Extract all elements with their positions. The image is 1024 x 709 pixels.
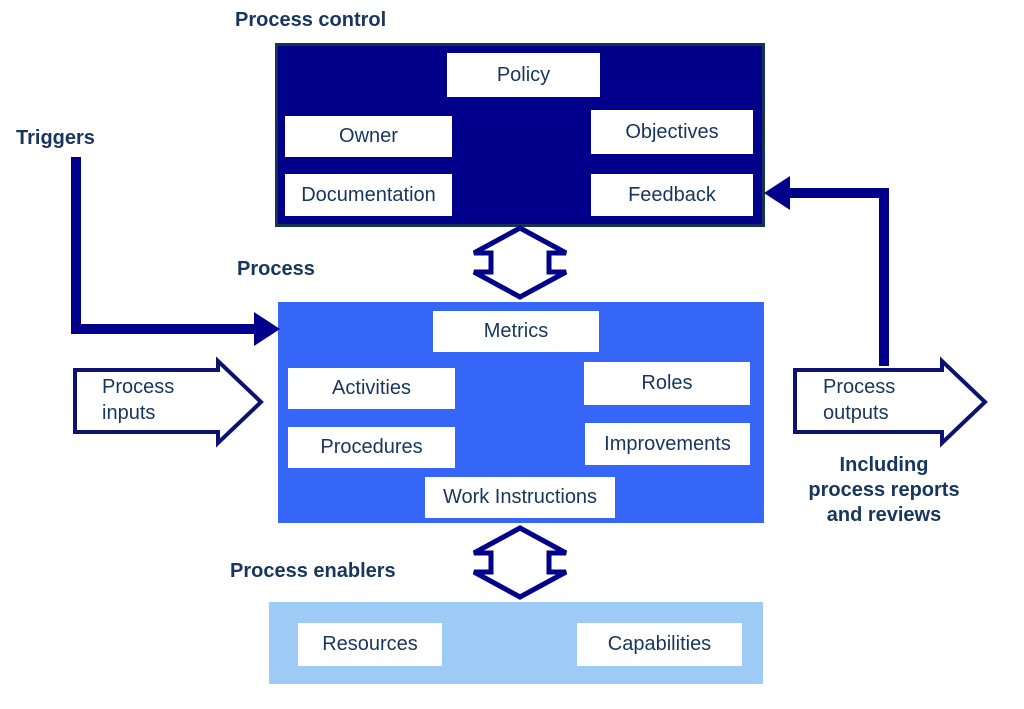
process-title: Process xyxy=(237,258,315,280)
feedback-arrowhead-icon xyxy=(764,176,790,210)
improvements-box: Improvements xyxy=(585,423,750,465)
outputs-note: Including process reports and reviews xyxy=(789,453,979,528)
documentation-box: Documentation xyxy=(285,174,452,216)
triggers-arrow-line xyxy=(71,157,254,334)
triggers-arrowhead-icon xyxy=(254,312,280,346)
activities-box: Activities xyxy=(288,368,455,409)
outputs-note-line: process reports xyxy=(808,479,960,501)
capabilities-box: Capabilities xyxy=(577,623,742,666)
feedback-arrow-line xyxy=(790,188,889,366)
procedures-box: Procedures xyxy=(288,427,455,468)
owner-box: Owner xyxy=(285,116,452,157)
process-enablers-double-arrow-icon xyxy=(472,525,568,600)
process-outputs-label: Process outputs xyxy=(823,376,896,424)
resources-box: Resources xyxy=(298,623,442,666)
objectives-box: Objectives xyxy=(591,110,753,154)
work-instructions-box: Work Instructions xyxy=(425,477,615,518)
control-process-double-arrow-icon xyxy=(472,225,568,300)
process-control-title: Process control xyxy=(235,9,387,31)
triggers-label: Triggers xyxy=(16,127,95,149)
process-inputs-label: Process inputs xyxy=(102,376,175,424)
feedback-box: Feedback xyxy=(591,174,753,216)
roles-box: Roles xyxy=(584,362,750,405)
outputs-note-line: and reviews xyxy=(826,504,942,526)
process-enablers-title: Process enablers xyxy=(230,560,396,582)
policy-box: Policy xyxy=(447,53,600,97)
outputs-note-line: Including xyxy=(839,454,929,476)
metrics-box: Metrics xyxy=(433,311,599,352)
